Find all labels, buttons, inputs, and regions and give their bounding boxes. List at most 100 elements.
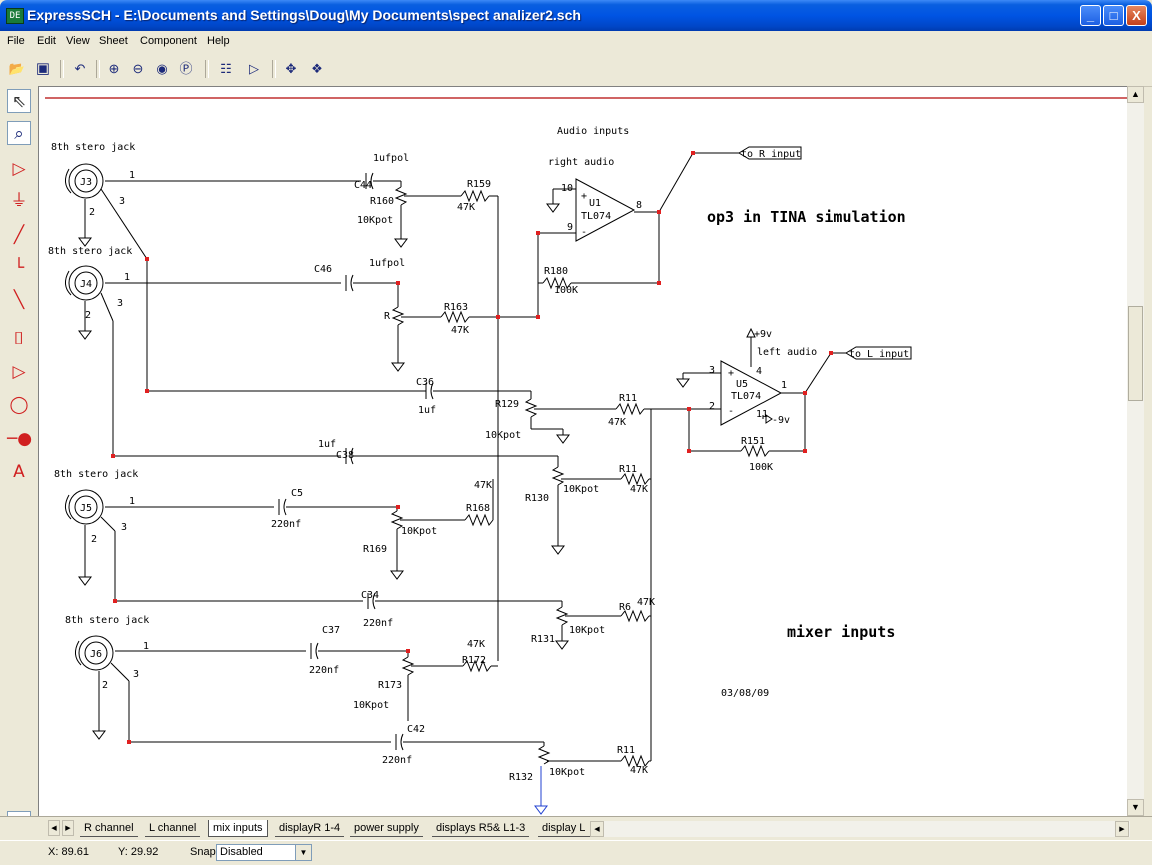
label-r129-value: 10Kpot	[485, 430, 521, 441]
label-r132: R132	[509, 772, 533, 783]
undo-icon[interactable]: ↶	[74, 61, 86, 76]
toolbar-separator	[60, 60, 64, 78]
pin-label: 1	[129, 496, 135, 507]
zoom-select-icon[interactable]: ⌕	[7, 121, 31, 145]
circle-icon[interactable]: ◯	[9, 395, 29, 415]
label-r11: R11	[619, 464, 637, 475]
menu-file[interactable]: File	[7, 35, 25, 47]
tab-prev-icon[interactable]: ◀	[48, 820, 60, 836]
properties-icon[interactable]: ☷	[220, 61, 232, 76]
zoom-out-icon[interactable]: ⊖	[132, 61, 144, 76]
tab-displays-r5-l1-3[interactable]: displays R5& L1-3	[432, 820, 530, 837]
chevron-down-icon[interactable]: ▼	[295, 845, 311, 860]
label-r180-value: 100K	[554, 285, 578, 296]
scroll-thumb[interactable]	[1128, 306, 1143, 401]
part-icon[interactable]: ⌷	[13, 329, 25, 349]
label-c42-value: 220nf	[382, 755, 412, 766]
label-audio-inputs: Audio inputs	[557, 126, 629, 137]
label-r130-value: 10Kpot	[563, 484, 599, 495]
label-to-l-input: to L input	[849, 349, 909, 360]
tab-l-channel[interactable]: L channel	[145, 820, 201, 837]
label-u1: U1	[589, 198, 601, 209]
menu-edit[interactable]: Edit	[37, 35, 56, 47]
label-r11-value: 47K	[630, 484, 648, 495]
toolbar-separator	[96, 60, 100, 78]
label-j5: J5	[80, 503, 92, 514]
label-u1-part: TL074	[581, 211, 611, 222]
tab-r-channel[interactable]: R channel	[80, 820, 138, 837]
label-r6: R6	[619, 602, 631, 613]
scroll-down-icon[interactable]: ▼	[1127, 799, 1144, 816]
zoom-previous-icon[interactable]: Ⓟ	[179, 61, 193, 76]
pin-label: 1	[143, 641, 149, 652]
ground-icon[interactable]: ⏚	[10, 191, 28, 211]
label-pin8: 8	[636, 200, 642, 211]
label-r-pot: R	[384, 311, 391, 322]
label-j6: J6	[90, 649, 102, 660]
component-icon[interactable]: ▷	[12, 159, 26, 179]
label-plus: +	[581, 191, 587, 202]
label-r129: R129	[495, 399, 519, 410]
component-icon[interactable]: ▷	[249, 61, 259, 76]
pin-label: 3	[117, 298, 123, 309]
pan-icon[interactable]: ✥	[285, 61, 297, 76]
snap-dropdown[interactable]: Disabled ▼	[216, 844, 312, 861]
label-c42: C42	[407, 724, 425, 735]
zoom-in-icon[interactable]: ⊕	[108, 61, 120, 76]
label-jack: 8th stero jack	[65, 615, 149, 626]
tab-mix-inputs[interactable]: mix inputs	[208, 820, 268, 837]
select-arrow-icon[interactable]: ⇖	[7, 89, 31, 113]
vertical-scrollbar[interactable]: ▲ ▼	[1127, 86, 1144, 816]
label-47k: 47K	[474, 480, 492, 491]
label-r6-value: 47K	[637, 597, 655, 608]
save-icon[interactable]: ▣	[35, 60, 51, 77]
pin-label: 2	[89, 207, 95, 218]
menu-help[interactable]: Help	[207, 35, 230, 47]
label-c37: C37	[322, 625, 340, 636]
minimize-button[interactable]: _	[1080, 5, 1101, 26]
zoom-fit-icon[interactable]: ◉	[156, 61, 168, 76]
scroll-right-icon[interactable]: ▶	[1115, 821, 1129, 837]
label-pin1: 1	[781, 380, 787, 391]
pin-icon[interactable]: ─●	[7, 429, 33, 449]
label-u5-part: TL074	[731, 391, 761, 402]
label-minus: -	[728, 406, 734, 417]
text-icon[interactable]: A	[13, 462, 25, 482]
drawing-tools-panel: ⇖ ⌕ ▷ ⏚ ╱ └ ╲ ⌷ ▷ ◯ ─● A ↘	[0, 86, 39, 835]
bus-icon[interactable]: └	[13, 258, 25, 278]
scroll-left-icon[interactable]: ◀	[590, 821, 604, 837]
label-minus9v: -9v	[772, 415, 790, 426]
menu-sheet[interactable]: Sheet	[99, 35, 128, 47]
center-icon[interactable]: ❖	[311, 61, 323, 76]
label-r160-value: 10Kpot	[357, 215, 393, 226]
pin-label: 2	[102, 680, 108, 691]
schematic-canvas[interactable]: Audio inputs right audio to R input left…	[38, 86, 1127, 817]
wire-icon[interactable]: ╱	[13, 225, 25, 245]
open-icon[interactable]: 📂	[8, 61, 26, 76]
pin-label: 2	[91, 534, 97, 545]
label-r131: R131	[531, 634, 555, 645]
horizontal-scrollbar[interactable]: ◀ ▶	[590, 821, 1130, 837]
triangle-icon[interactable]: ▷	[12, 362, 26, 382]
label-r180: R180	[544, 266, 568, 277]
scroll-up-icon[interactable]: ▲	[1127, 86, 1144, 103]
pin-label: 3	[119, 196, 125, 207]
label-date: 03/08/09	[721, 688, 769, 699]
label-r168: R168	[466, 503, 490, 514]
tab-power-supply[interactable]: power supply	[350, 820, 423, 837]
tab-next-icon[interactable]: ▶	[62, 820, 74, 836]
pin-label: 3	[133, 669, 139, 680]
maximize-button[interactable]: □	[1103, 5, 1124, 26]
label-j3: J3	[80, 177, 92, 188]
tab-display-l[interactable]: display L	[538, 820, 592, 837]
connector-icon[interactable]: ╲	[13, 290, 25, 310]
label-r172-value: 47K	[467, 639, 485, 650]
tab-display-r-1-4[interactable]: displayR 1-4	[275, 820, 345, 837]
menu-component[interactable]: Component	[140, 35, 197, 47]
label-minus: -	[581, 227, 587, 238]
menu-view[interactable]: View	[66, 35, 90, 47]
label-r173-value: 10Kpot	[353, 700, 389, 711]
close-button[interactable]: X	[1126, 5, 1147, 26]
snap-value: Disabled	[220, 846, 263, 858]
status-bar: X: 89.61 Y: 29.92 Snap: Disabled ▼	[0, 840, 1152, 865]
